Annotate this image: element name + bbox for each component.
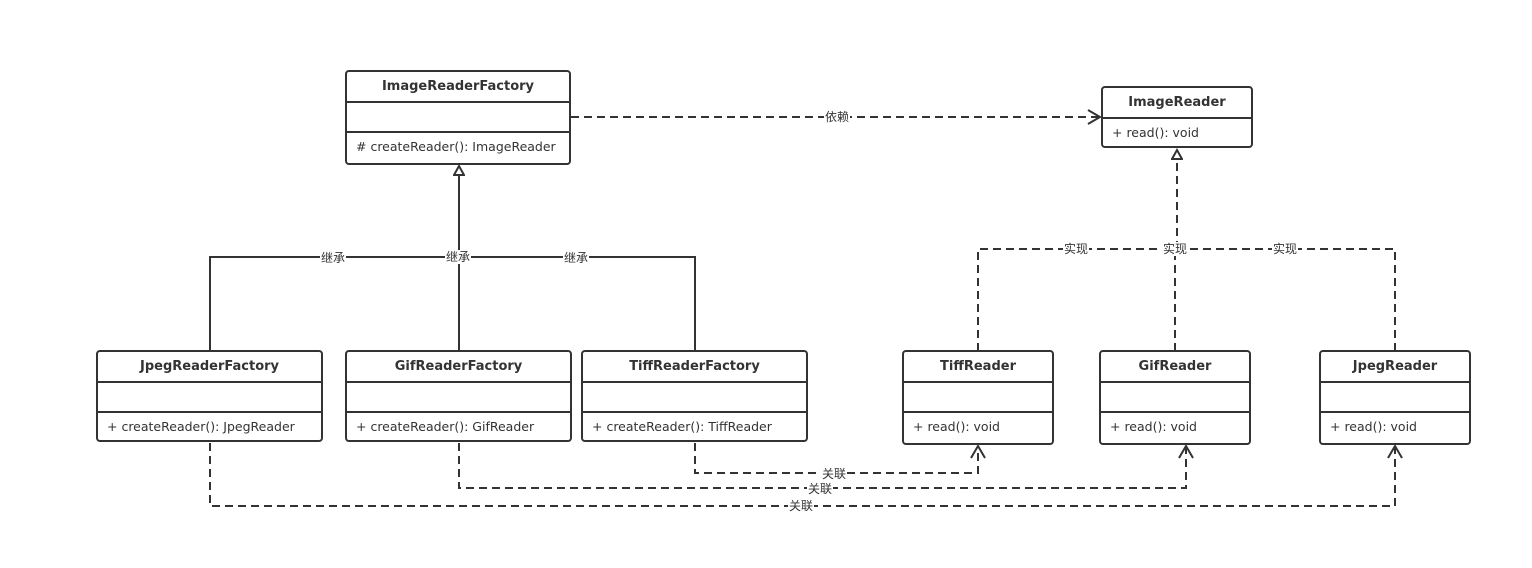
inherit-edge-tiff-factory: [459, 256, 696, 351]
class-name: ImageReader: [1103, 88, 1251, 119]
class-operation: + read(): void: [1112, 125, 1199, 140]
class-operation: + read(): void: [1110, 419, 1197, 434]
class-operation: + createReader(): GifReader: [356, 419, 535, 434]
class-jpeg-reader-factory[interactable]: JpegReaderFactory + createReader(): Jpeg…: [96, 350, 323, 442]
class-attributes: [583, 383, 806, 413]
inherit-edge-jpeg-factory: [209, 256, 459, 351]
class-jpeg-reader[interactable]: JpegReader + read(): void: [1319, 350, 1471, 445]
assoc-edge-jpeg: [209, 443, 1403, 507]
class-name: GifReader: [1101, 352, 1249, 383]
assoc-label-tiff: 关联: [821, 467, 848, 481]
class-operation: # createReader(): ImageReader: [356, 139, 556, 154]
class-name: TiffReader: [904, 352, 1052, 383]
realize-edge-jpeg-reader: [1176, 248, 1396, 351]
class-name: GifReaderFactory: [347, 352, 570, 383]
class-attributes: [347, 103, 569, 133]
class-image-reader[interactable]: ImageReader + read(): void: [1101, 86, 1253, 148]
realize-label-jpeg: 实现: [1272, 242, 1299, 256]
class-attributes: [1101, 383, 1249, 413]
class-name: JpegReaderFactory: [98, 352, 321, 383]
inherit-label-gif: 继承: [445, 250, 472, 264]
realize-edge-tiff-reader: [977, 248, 1176, 351]
inherit-label-tiff: 继承: [563, 251, 590, 265]
class-image-reader-factory[interactable]: ImageReaderFactory # createReader(): Ima…: [345, 70, 571, 165]
class-tiff-reader[interactable]: TiffReader + read(): void: [902, 350, 1054, 445]
class-gif-reader[interactable]: GifReader + read(): void: [1099, 350, 1251, 445]
inherit-label-jpeg: 继承: [320, 251, 347, 265]
assoc-label-jpeg: 关联: [788, 499, 815, 513]
class-name: TiffReaderFactory: [583, 352, 806, 383]
dependency-label: 依赖: [824, 110, 851, 124]
realize-label-tiff: 实现: [1063, 242, 1090, 256]
class-operation: + read(): void: [1330, 419, 1417, 434]
class-name: JpegReader: [1321, 352, 1469, 383]
realize-label-gif: 实现: [1162, 242, 1189, 256]
assoc-label-gif: 关联: [807, 482, 834, 496]
class-operation: + read(): void: [913, 419, 1000, 434]
class-gif-reader-factory[interactable]: GifReaderFactory + createReader(): GifRe…: [345, 350, 572, 442]
class-name: ImageReaderFactory: [347, 72, 569, 103]
class-attributes: [98, 383, 321, 413]
class-operation: + createReader(): JpegReader: [107, 419, 295, 434]
class-attributes: [1321, 383, 1469, 413]
class-tiff-reader-factory[interactable]: TiffReaderFactory + createReader(): Tiff…: [581, 350, 808, 442]
class-operation: + createReader(): TiffReader: [592, 419, 772, 434]
class-attributes: [904, 383, 1052, 413]
class-attributes: [347, 383, 570, 413]
